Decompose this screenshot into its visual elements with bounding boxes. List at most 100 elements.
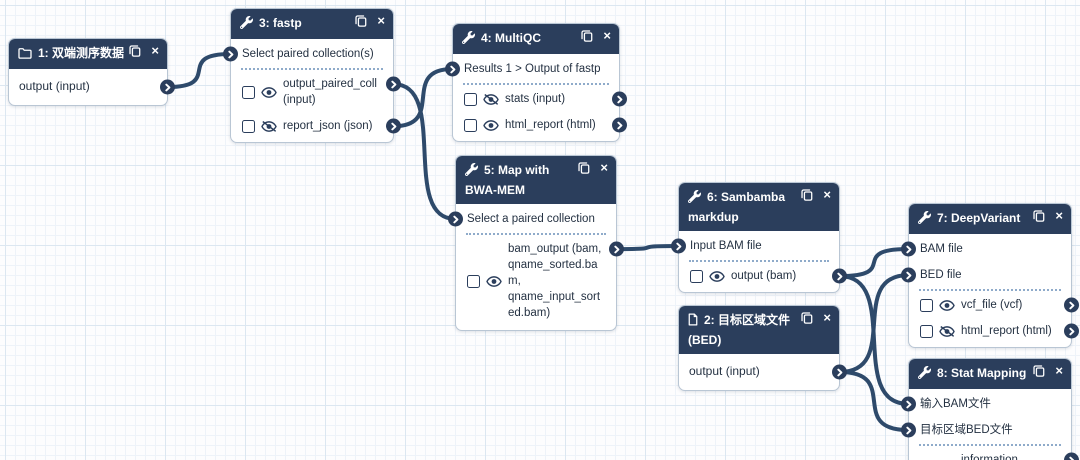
output-terminal[interactable]	[1064, 323, 1079, 339]
divider	[463, 83, 609, 86]
divider	[689, 260, 829, 263]
output-checkbox[interactable]	[242, 119, 255, 133]
input-row: 输入BAM文件	[901, 391, 1071, 417]
output-checkbox[interactable]	[464, 118, 477, 132]
duplicate-icon[interactable]	[129, 44, 141, 57]
input-label: Select paired collection(s)	[242, 48, 374, 60]
wrench-icon	[464, 163, 478, 181]
workflow-node-input-bed[interactable]: 2: 目标区域文件 (BED) × output (input)	[678, 305, 847, 391]
output-label: output (bam)	[731, 270, 797, 283]
output-row: output_paired_coll (input)	[231, 71, 401, 113]
eye-slash-icon[interactable]	[483, 93, 499, 105]
node-header[interactable]: 4: MultiQC ×	[453, 24, 619, 54]
input-terminal[interactable]	[448, 211, 463, 227]
output-checkbox[interactable]	[464, 92, 477, 106]
output-label: output (input)	[19, 79, 90, 93]
workflow-node-multiqc[interactable]: 4: MultiQC × Results 1 > Output of fastp…	[445, 23, 627, 143]
wrench-icon	[917, 366, 931, 384]
workflow-node-fastp[interactable]: 3: fastp × Select paired collection(s) o…	[223, 8, 401, 144]
wrench-icon	[687, 190, 701, 208]
close-icon[interactable]: ×	[1055, 208, 1063, 223]
input-row: BAM file	[901, 236, 1071, 262]
eye-icon[interactable]	[709, 270, 725, 282]
eye-icon[interactable]	[486, 275, 502, 287]
input-label: Select a paired collection	[467, 213, 595, 225]
node-header[interactable]: 5: Map with BWA-MEM ×	[456, 156, 616, 204]
workflow-node-deepvariant[interactable]: 7: DeepVariant × BAM file BED file vcf_f…	[901, 203, 1079, 349]
node-header[interactable]: 2: 目标区域文件 (BED) ×	[679, 306, 839, 354]
input-label: Results 1 > Output of fastp	[464, 63, 601, 75]
close-icon[interactable]: ×	[600, 160, 608, 175]
output-row: output (bam)	[679, 263, 847, 289]
output-terminal[interactable]	[1064, 297, 1079, 313]
node-header[interactable]: 8: Stat Mapping ×	[909, 359, 1071, 389]
output-checkbox[interactable]	[690, 269, 703, 283]
output-label: html_report (html)	[961, 325, 1052, 338]
input-row: Select a paired collection	[448, 206, 616, 232]
output-checkbox[interactable]	[920, 324, 933, 338]
output-terminal[interactable]	[832, 364, 847, 380]
node-title: 6: Sambamba markdup	[688, 190, 786, 224]
node-header[interactable]: 3: fastp ×	[231, 9, 393, 39]
node-title: 3: fastp	[259, 16, 302, 30]
input-terminal[interactable]	[901, 422, 916, 438]
output-checkbox[interactable]	[920, 298, 933, 312]
output-terminal[interactable]	[612, 117, 627, 133]
output-label: information (tabular)	[961, 452, 1060, 460]
close-icon[interactable]: ×	[823, 310, 831, 325]
input-row: Results 1 > Output of fastp	[445, 56, 619, 82]
output-label: output (input)	[689, 364, 760, 378]
folder-icon	[18, 46, 32, 64]
duplicate-icon[interactable]	[581, 29, 593, 42]
close-icon[interactable]: ×	[377, 13, 385, 28]
workflow-node-input-reads[interactable]: 1: 双端测序数据 × output (input)	[8, 38, 175, 106]
output-terminal[interactable]	[386, 118, 401, 134]
workflow-node-bwa-mem[interactable]: 5: Map with BWA-MEM × Select a paired co…	[448, 155, 624, 331]
workflow-node-sambamba[interactable]: 6: Sambamba markdup × Input BAM file out…	[671, 182, 847, 294]
node-title: 8: Stat Mapping	[937, 366, 1027, 380]
output-terminal[interactable]	[612, 91, 627, 107]
input-terminal[interactable]	[901, 241, 916, 257]
close-icon[interactable]: ×	[1055, 363, 1063, 378]
duplicate-icon[interactable]	[355, 14, 367, 27]
input-terminal[interactable]	[671, 238, 686, 254]
node-header[interactable]: 7: DeepVariant ×	[909, 204, 1071, 234]
close-icon[interactable]: ×	[603, 28, 611, 43]
output-terminal[interactable]	[160, 79, 175, 95]
eye-icon[interactable]	[483, 119, 499, 131]
workflow-node-stat-mapping[interactable]: 8: Stat Mapping × 输入BAM文件 目标区域BED文件 info…	[901, 358, 1079, 460]
duplicate-icon[interactable]	[801, 188, 813, 201]
output-checkbox[interactable]	[467, 274, 480, 288]
duplicate-icon[interactable]	[1033, 209, 1045, 222]
input-terminal[interactable]	[901, 267, 916, 283]
eye-icon[interactable]	[939, 299, 955, 311]
output-terminal[interactable]	[1064, 452, 1079, 460]
eye-icon[interactable]	[261, 86, 277, 98]
node-header[interactable]: 1: 双端测序数据 ×	[9, 39, 167, 69]
output-row: stats (input)	[453, 86, 627, 112]
close-icon[interactable]: ×	[151, 43, 159, 58]
duplicate-icon[interactable]	[801, 311, 813, 324]
output-checkbox[interactable]	[242, 85, 255, 99]
input-terminal[interactable]	[901, 396, 916, 412]
input-terminal[interactable]	[445, 61, 460, 77]
output-label: html_report (html)	[505, 119, 596, 132]
node-title: 1: 双端测序数据	[38, 46, 125, 60]
eye-slash-icon[interactable]	[939, 325, 955, 337]
output-row: report_json (json)	[231, 113, 401, 139]
node-title: 4: MultiQC	[481, 31, 541, 45]
output-row: bam_output (bam, qname_sorted.bam, qname…	[456, 236, 624, 326]
output-terminal[interactable]	[609, 241, 624, 257]
duplicate-icon[interactable]	[578, 161, 590, 174]
output-terminal[interactable]	[832, 268, 847, 284]
close-icon[interactable]: ×	[823, 187, 831, 202]
output-label: stats (input)	[505, 93, 566, 106]
node-header[interactable]: 6: Sambamba markdup ×	[679, 183, 839, 231]
output-terminal[interactable]	[386, 76, 401, 92]
input-terminal[interactable]	[223, 46, 238, 62]
input-label: 输入BAM文件	[920, 398, 991, 410]
eye-slash-icon[interactable]	[261, 120, 277, 132]
input-row: Input BAM file	[671, 233, 839, 259]
duplicate-icon[interactable]	[1033, 364, 1045, 377]
